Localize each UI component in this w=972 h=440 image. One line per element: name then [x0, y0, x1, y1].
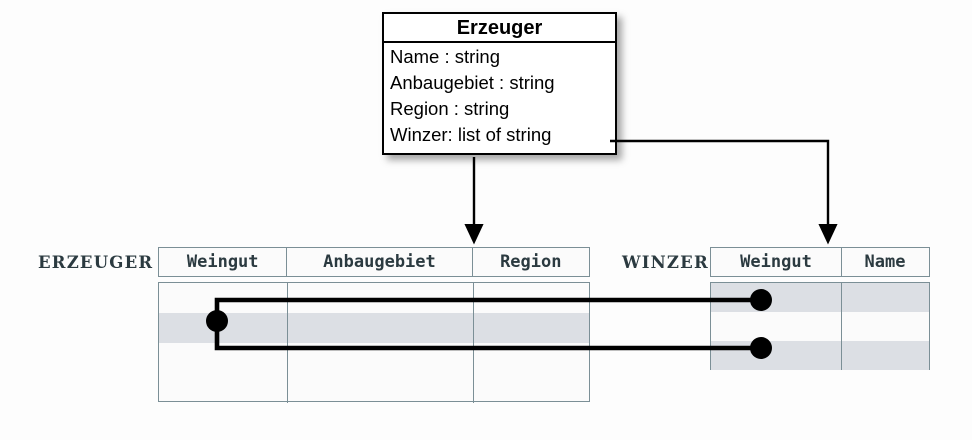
table-cell	[474, 313, 588, 343]
table-cell	[159, 283, 288, 313]
mapping-arrow-winzer	[610, 139, 838, 245]
column-header-weingut: Weingut	[711, 248, 842, 276]
uml-attribute: Winzer: list of string	[390, 124, 552, 145]
table-body-erzeuger[interactable]	[158, 282, 590, 403]
table-row[interactable]	[711, 283, 929, 312]
table-cell	[842, 312, 928, 341]
table-cell	[288, 373, 474, 403]
table-row[interactable]	[711, 312, 929, 341]
table-cell	[711, 341, 842, 370]
table-cell	[159, 343, 288, 373]
column-header-weingut: Weingut	[159, 248, 288, 276]
uml-attribute-list: Name : string Anbaugebiet : string Regio…	[384, 43, 615, 148]
table-cell	[159, 313, 288, 343]
table-cell	[159, 373, 288, 403]
table-cell	[474, 373, 588, 403]
table-cell	[288, 283, 474, 313]
table-row[interactable]	[159, 343, 589, 373]
column-header-anbaugebiet: Anbaugebiet	[287, 248, 473, 276]
column-header-region: Region	[500, 252, 562, 272]
table-label-winzer: WINZER	[622, 253, 709, 272]
table-cell	[711, 283, 842, 312]
table-row[interactable]	[159, 313, 589, 343]
uml-class-box[interactable]: Erzeuger Name : string Anbaugebiet : str…	[382, 12, 617, 155]
table-cell	[288, 343, 474, 373]
table-cell	[474, 343, 588, 373]
table-header-winzer: Weingut Name	[710, 247, 930, 277]
table-row[interactable]	[711, 341, 929, 370]
uml-attribute: Name : string	[390, 46, 501, 67]
table-row[interactable]	[159, 283, 589, 313]
table-cell	[288, 313, 474, 343]
table-row[interactable]	[159, 373, 589, 403]
table-header-erzeuger: Weingut Anbaugebiet Region	[158, 247, 590, 277]
table-cell	[474, 283, 588, 313]
table-cell	[842, 341, 928, 370]
table-body-winzer[interactable]	[710, 282, 930, 370]
table-cell	[711, 312, 842, 341]
uml-class-name: Erzeuger	[384, 14, 615, 43]
uml-attribute: Region : string	[390, 98, 510, 119]
uml-attribute: Anbaugebiet : string	[390, 72, 555, 93]
table-cell	[842, 283, 928, 312]
table-label-erzeuger: ERZEUGER	[38, 253, 154, 272]
column-header-name: Name	[864, 252, 906, 272]
